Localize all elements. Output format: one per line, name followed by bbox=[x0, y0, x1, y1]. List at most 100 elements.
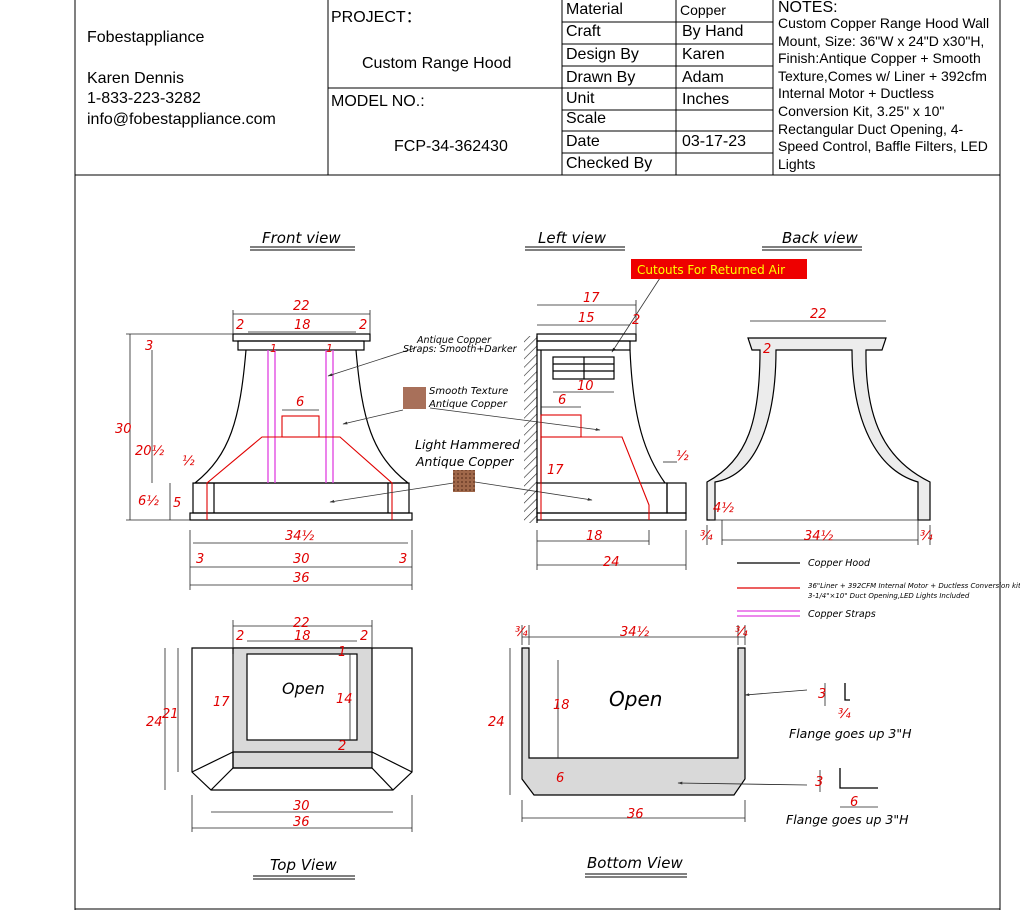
spec-label-drawn: Drawn By bbox=[566, 69, 636, 86]
svg-text:½: ½ bbox=[182, 454, 195, 469]
svg-text:2: 2 bbox=[763, 342, 771, 357]
svg-text:3: 3 bbox=[818, 687, 826, 702]
svg-text:22: 22 bbox=[293, 299, 310, 314]
svg-text:Antique Copper: Antique Copper bbox=[416, 335, 492, 346]
svg-text:24: 24 bbox=[488, 715, 505, 730]
flange-labels: Flange goes up 3"H Flange goes up 3"H bbox=[786, 726, 912, 827]
callout-leaders bbox=[327, 277, 661, 503]
left-view-title: Left view bbox=[538, 229, 607, 247]
view-titles: Front view Left view Back view Top View … bbox=[262, 229, 858, 874]
legend: Copper Hood 36"Liner + 392CFM Internal M… bbox=[737, 558, 1020, 620]
svg-text:30: 30 bbox=[115, 422, 132, 437]
bottom-view bbox=[521, 647, 746, 796]
bottom-view-open-label: Open bbox=[609, 687, 662, 711]
top-view bbox=[191, 647, 413, 791]
top-view-open-label: Open bbox=[282, 679, 325, 698]
front-view-straps bbox=[267, 350, 334, 483]
legend-straps-label: Copper Straps bbox=[808, 609, 876, 620]
left-view-dimension-lines bbox=[536, 300, 687, 570]
svg-text:24: 24 bbox=[603, 555, 620, 570]
svg-text:¾: ¾ bbox=[920, 529, 933, 544]
hammered-swatch bbox=[453, 470, 475, 492]
spec-label-date: Date bbox=[566, 133, 600, 150]
svg-text:3: 3 bbox=[399, 552, 407, 567]
svg-text:¾: ¾ bbox=[735, 625, 748, 640]
svg-text:Smooth Texture: Smooth Texture bbox=[429, 386, 508, 397]
svg-text:½: ½ bbox=[676, 449, 689, 464]
svg-text:17: 17 bbox=[547, 463, 564, 478]
flange-label-2: Flange goes up 3"H bbox=[786, 812, 909, 827]
svg-text:¾: ¾ bbox=[700, 529, 713, 544]
svg-text:18: 18 bbox=[294, 629, 311, 644]
cutouts-label: Cutouts For Returned Air bbox=[637, 263, 785, 277]
spec-label-craft: Craft bbox=[566, 23, 601, 40]
svg-text:18: 18 bbox=[553, 698, 570, 713]
svg-text:15: 15 bbox=[578, 311, 595, 326]
svg-text:2: 2 bbox=[338, 739, 346, 754]
front-view-hood bbox=[189, 333, 413, 521]
svg-text:3: 3 bbox=[145, 339, 153, 354]
view-title-underlines bbox=[250, 246, 862, 880]
svg-text:20½: 20½ bbox=[135, 444, 165, 459]
legend-liner-label-2: 3-1/4"×10" Duct Opening,LED Lights Inclu… bbox=[808, 592, 970, 600]
project-value: Custom Range Hood bbox=[362, 55, 512, 72]
svg-text:24: 24 bbox=[146, 715, 163, 730]
svg-text:21: 21 bbox=[162, 707, 179, 722]
spec-value-design: Karen bbox=[682, 46, 725, 63]
spec-value-material: Copper bbox=[680, 2, 726, 18]
company-name: Fobestappliance bbox=[87, 29, 205, 46]
bottom-view-dimensions: 34½ ¾ ¾ 18 24 6 36 bbox=[488, 625, 748, 822]
spec-value-craft: By Hand bbox=[682, 23, 744, 40]
svg-text:5: 5 bbox=[173, 496, 181, 511]
left-view-liner bbox=[540, 414, 650, 520]
svg-text:2: 2 bbox=[360, 629, 368, 644]
svg-text:36: 36 bbox=[627, 807, 644, 822]
svg-text:6: 6 bbox=[558, 393, 566, 408]
top-view-dimension-lines bbox=[164, 620, 413, 832]
flange-details bbox=[839, 683, 878, 789]
svg-text:36: 36 bbox=[293, 815, 310, 830]
svg-text:¾: ¾ bbox=[515, 625, 528, 640]
svg-text:3: 3 bbox=[196, 552, 204, 567]
svg-text:6: 6 bbox=[556, 771, 564, 786]
svg-text:Antique Copper: Antique Copper bbox=[415, 454, 514, 469]
left-view-dimensions: 17 15 2 10 6 17 ½ 18 24 bbox=[547, 291, 689, 570]
spec-value-unit: Inches bbox=[682, 91, 730, 108]
bottom-view-dimension-lines bbox=[509, 625, 808, 822]
left-view-hood bbox=[536, 333, 687, 521]
svg-text:34½: 34½ bbox=[620, 625, 650, 640]
svg-text:22: 22 bbox=[293, 616, 310, 631]
left-view-wall bbox=[524, 336, 538, 523]
front-view-liner bbox=[206, 415, 393, 520]
spec-value-drawn: Adam bbox=[682, 69, 724, 86]
cutouts-label-box bbox=[631, 259, 807, 279]
svg-text:6: 6 bbox=[296, 395, 304, 410]
back-view-title: Back view bbox=[782, 229, 858, 247]
top-view-title: Top View bbox=[270, 856, 337, 874]
svg-text:14: 14 bbox=[336, 692, 353, 707]
model-value: FCP-34-362430 bbox=[394, 138, 508, 155]
svg-text:17: 17 bbox=[213, 695, 230, 710]
spec-label-material: Material bbox=[566, 1, 623, 18]
spec-label-checked: Checked By bbox=[566, 155, 653, 172]
spec-value-date: 03-17-23 bbox=[682, 133, 747, 150]
svg-text:1: 1 bbox=[270, 342, 277, 355]
legend-liner-label-1: 36"Liner + 392CFM Internal Motor + Ductl… bbox=[808, 582, 1020, 590]
flange-dimensions: 3 ¾ 3 6 bbox=[815, 687, 858, 810]
svg-text:2: 2 bbox=[236, 318, 244, 333]
svg-text:10: 10 bbox=[577, 379, 594, 394]
svg-text:36: 36 bbox=[293, 571, 310, 586]
svg-text:1: 1 bbox=[326, 342, 333, 355]
svg-text:2: 2 bbox=[236, 629, 244, 644]
flange-label-1: Flange goes up 3"H bbox=[789, 726, 912, 741]
svg-text:Straps: Smooth+Darker: Straps: Smooth+Darker bbox=[403, 344, 518, 355]
svg-text:6: 6 bbox=[850, 795, 858, 810]
svg-text:6½: 6½ bbox=[138, 494, 159, 509]
svg-text:17: 17 bbox=[583, 291, 600, 306]
material-callout-text: Antique Copper Straps: Smooth+Darker Smo… bbox=[403, 335, 520, 469]
top-view-dimensions: 22 18 2 2 1 17 14 24 21 2 30 36 bbox=[146, 616, 368, 830]
back-view-dimension-lines bbox=[706, 320, 931, 545]
model-label: MODEL NO.: bbox=[331, 93, 425, 110]
bottom-view-title: Bottom View bbox=[587, 854, 683, 872]
